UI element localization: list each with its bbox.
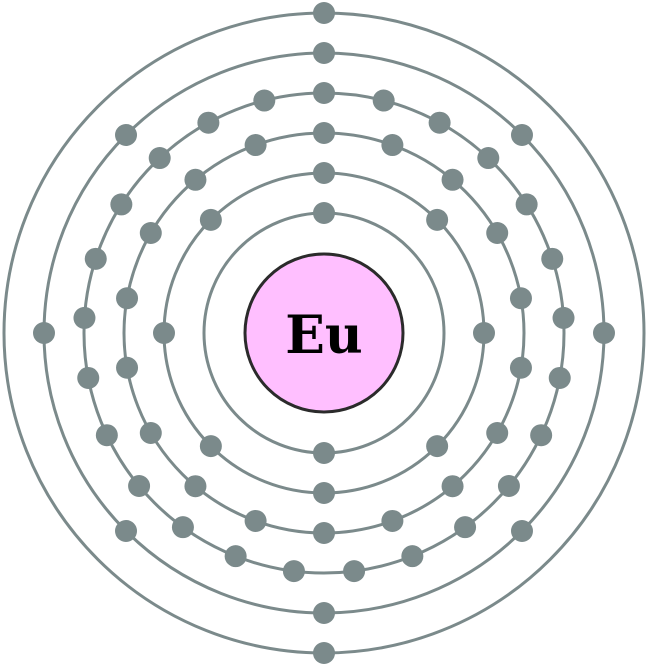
electron-shell-4 [515,193,538,216]
element-symbol: Eu [285,305,362,366]
electron-shell-4 [313,82,335,104]
electron-shell-5 [593,322,615,344]
electron-shell-3 [116,287,139,310]
electron-shell-3 [313,522,335,544]
electron-shell-4 [128,474,151,497]
electron-shell-4 [530,424,553,447]
electrons [33,2,615,664]
electron-shell-4 [548,366,571,389]
electron-shell-2 [199,435,222,458]
electron-shell-4 [372,89,395,112]
electron-shell-4 [171,516,194,539]
electron-shell-4 [148,147,171,170]
electron-shell-3 [509,356,532,379]
electron-shell-5 [510,519,533,542]
electron-shell-2 [313,482,335,504]
electron-shell-2 [473,322,495,344]
electron-shell-4 [110,193,133,216]
electron-shell-3 [116,356,139,379]
electron-shell-5 [33,322,55,344]
electron-shell-5 [510,124,533,147]
nucleus [243,252,405,414]
electron-shell-2 [199,208,222,231]
electron-shell-3 [184,475,207,498]
electron-shell-3 [184,168,207,191]
electron-shell-2 [313,162,335,184]
electron-shell-4 [282,560,305,583]
electron-shell-4 [73,306,96,329]
electron-shell-4 [497,474,520,497]
electron-shell-2 [426,208,449,231]
electron-shell-3 [139,422,162,444]
electron-shell-1 [313,442,335,464]
electron-shell-5 [313,602,335,624]
electron-shell-6 [313,642,335,664]
electron-shell-4 [401,545,424,568]
electron-shell-4 [541,247,564,270]
electron-shell-4 [343,560,366,583]
electron-shell-5 [115,519,138,542]
electron-shell-4 [454,516,477,539]
electron-shell-4 [95,424,118,447]
electron-shell-4 [253,89,276,112]
electron-shell-3 [509,287,532,310]
electron-shell-3 [244,134,267,157]
electron-shell-4 [77,366,100,389]
electron-shell-1 [313,202,335,224]
electron-shell-3 [441,475,464,498]
electron-shell-2 [153,322,175,344]
electron-shell-5 [313,42,335,64]
electron-shell-3 [381,509,404,532]
electron-shell-3 [313,122,335,144]
electron-shell-4 [477,147,500,170]
electron-shell-3 [486,222,509,244]
electron-shell-3 [139,222,162,244]
electron-shell-4 [552,306,575,329]
electron-shell-4 [197,111,220,134]
electron-shell-6 [313,2,335,24]
electron-shell-5 [115,124,138,147]
electron-shell-3 [441,168,464,191]
electron-shell-4 [224,545,247,568]
electron-shell-4 [428,111,451,134]
electron-shell-3 [381,134,404,157]
electron-shell-2 [426,435,449,458]
electron-shell-4 [84,247,107,270]
electron-shell-3 [486,422,509,444]
electron-shell-3 [244,509,267,532]
